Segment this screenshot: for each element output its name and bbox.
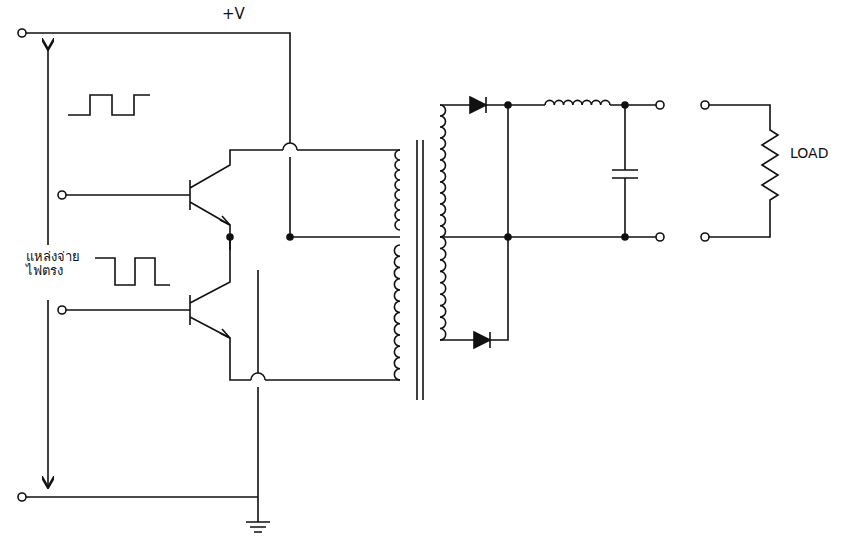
coil-winding xyxy=(440,105,446,237)
square-wave xyxy=(68,95,150,115)
transformer-windings xyxy=(394,100,610,380)
terminal xyxy=(58,191,66,199)
text-label: แหล่งจ่าย ไฟตรง xyxy=(26,250,88,279)
wire xyxy=(26,33,400,237)
terminal xyxy=(18,29,26,37)
coil-winding xyxy=(440,237,446,340)
coil-winding xyxy=(395,150,400,230)
text-label: LOAD xyxy=(790,146,828,161)
terminal xyxy=(656,101,664,109)
junction xyxy=(505,102,511,108)
diode-symbol xyxy=(474,332,490,348)
diode-symbol xyxy=(470,97,486,113)
transistor-symbol xyxy=(66,150,400,237)
emitter-arrow xyxy=(220,216,230,225)
ground-symbol xyxy=(26,270,270,532)
transistor-symbol xyxy=(66,237,400,380)
coil-winding xyxy=(545,100,610,105)
terminal xyxy=(58,306,66,314)
emitter-arrow xyxy=(220,329,230,338)
voltage-arrow xyxy=(47,48,49,245)
transformer-core xyxy=(417,140,423,400)
text-label: +V xyxy=(222,6,245,23)
capacitor-symbol xyxy=(612,105,638,237)
terminal xyxy=(18,493,26,501)
resistor-symbol xyxy=(709,105,778,237)
terminal xyxy=(701,101,709,109)
terminal xyxy=(701,233,709,241)
wire xyxy=(440,105,656,340)
wire-hop xyxy=(283,143,297,150)
junction xyxy=(505,234,511,240)
coil-winding xyxy=(394,245,400,380)
terminal xyxy=(656,233,664,241)
junction xyxy=(287,234,293,240)
voltage-arrow xyxy=(47,300,49,486)
wire-hop xyxy=(251,373,265,380)
square-wave xyxy=(95,258,170,285)
